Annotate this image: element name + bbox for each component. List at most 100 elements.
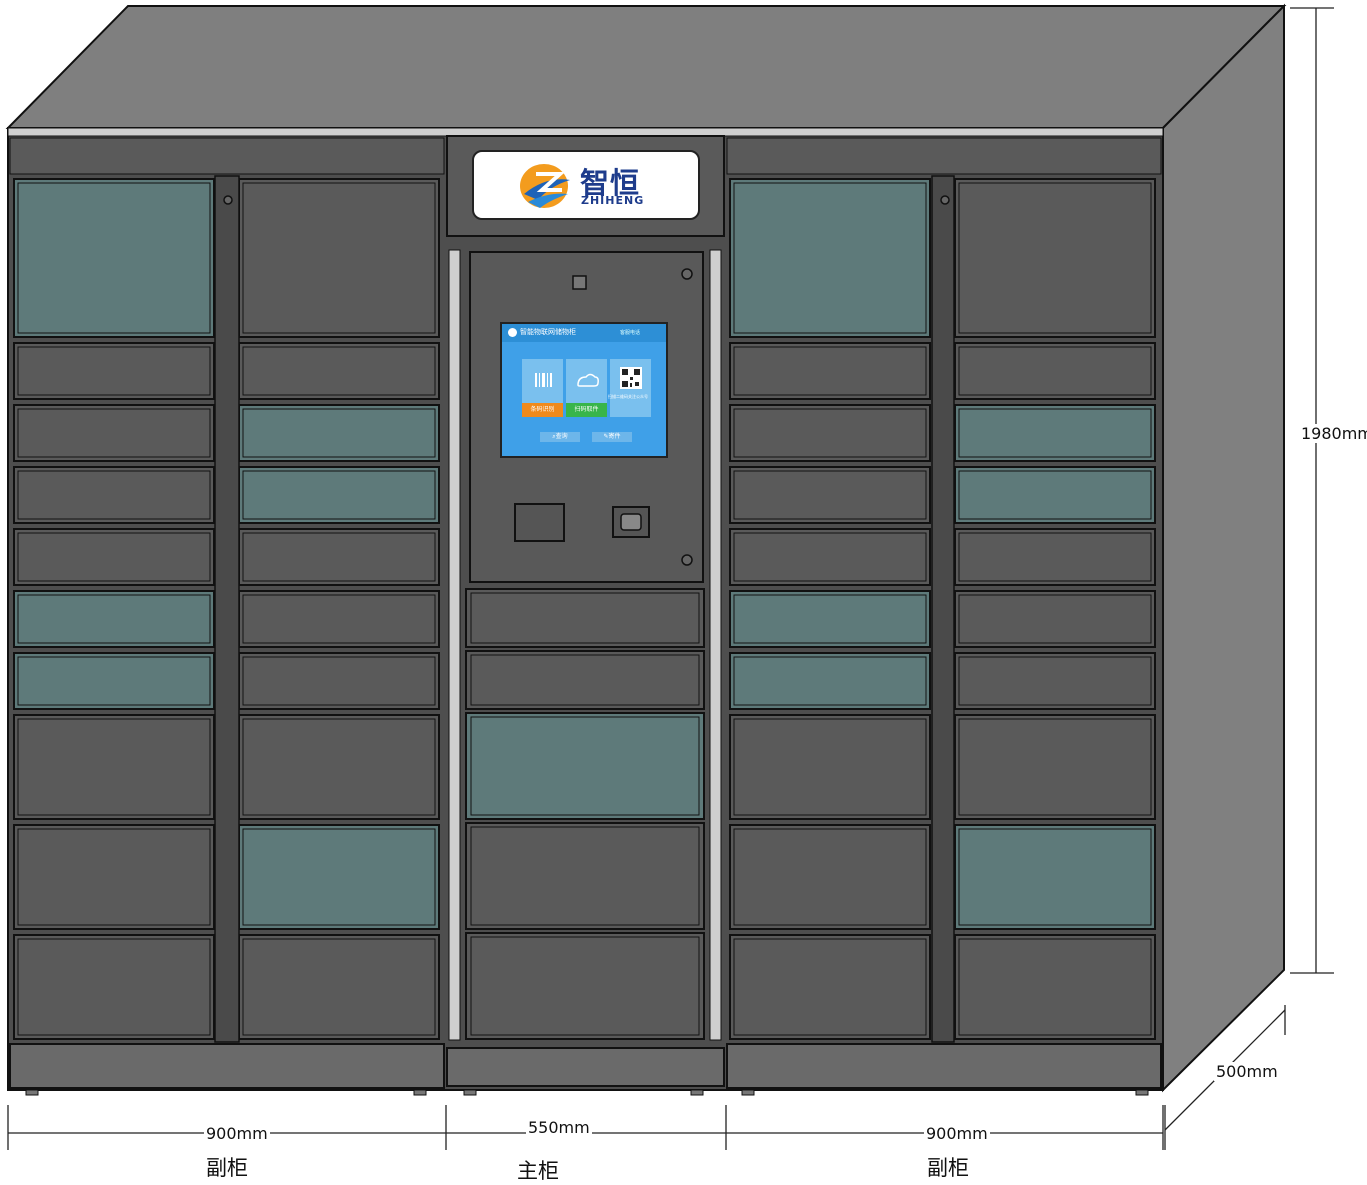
locker-door-inner <box>242 182 436 334</box>
right-cabinet-label: 副柜 <box>927 1156 969 1180</box>
card-reader <box>514 503 565 542</box>
locker-door-inner <box>242 408 436 458</box>
locker-door-inner <box>733 532 927 582</box>
tile-qr[interactable] <box>610 359 651 417</box>
cabinet-foot <box>690 1089 704 1096</box>
locker-door-inner <box>733 346 927 396</box>
locker-door-inner <box>17 346 211 396</box>
send-button[interactable]: ✎寄件 <box>592 432 632 442</box>
locker-door-inner <box>470 936 700 1036</box>
lock-screw-icon <box>940 195 950 205</box>
scanner-lens <box>620 513 642 531</box>
panel-screw-icon <box>681 268 693 280</box>
qr-code-icon <box>620 367 642 389</box>
left-cabinet-label: 副柜 <box>206 1156 248 1180</box>
locker-door-inner <box>242 938 436 1036</box>
locker-door-inner <box>470 826 700 926</box>
brand-name-en: ZHIHENG <box>581 194 645 207</box>
locker-door-inner <box>17 532 211 582</box>
locker-door-inner <box>17 470 211 520</box>
locker-door-inner <box>17 182 211 334</box>
camera-icon <box>572 275 587 290</box>
tile-barcode-label: 条码识别 <box>522 403 563 417</box>
cabinet-foot <box>463 1089 477 1096</box>
left-header <box>9 137 445 175</box>
send-button-label: 寄件 <box>608 433 621 440</box>
cabinet-top-face <box>5 5 1287 129</box>
touch-screen[interactable]: 智能物联网储物柜 客服电话 条码识别 扫码取件 扫描二维码关注公众号 ⌕查询 ✎… <box>500 322 668 458</box>
locker-door-inner <box>17 718 211 816</box>
locker-door-inner <box>958 938 1152 1036</box>
center-rail-left <box>448 249 461 1041</box>
right-header <box>726 137 1162 175</box>
locker-door-inner <box>733 594 927 644</box>
locker-door-inner <box>958 656 1152 706</box>
brand-name-cn: 智恒 <box>580 166 641 200</box>
locker-door-inner <box>733 182 927 334</box>
locker-door-inner <box>958 532 1152 582</box>
left-width-dimension-label: 900mm <box>204 1124 270 1143</box>
search-icon: ⌕ <box>552 433 556 440</box>
screen-header <box>502 324 666 342</box>
panel-screw-icon <box>681 554 693 566</box>
locker-door-inner <box>242 656 436 706</box>
left-base <box>9 1043 445 1089</box>
edit-icon: ✎ <box>603 433 609 440</box>
locker-door-inner <box>17 656 211 706</box>
locker-door-inner <box>242 594 436 644</box>
locker-door-inner <box>958 470 1152 520</box>
locker-door-inner <box>958 718 1152 816</box>
tile-barcode[interactable]: 条码识别 <box>522 359 563 417</box>
screen-logo-icon <box>508 328 517 337</box>
cabinet-foot <box>741 1089 755 1096</box>
center-base <box>446 1047 725 1087</box>
locker-door-inner <box>733 828 927 926</box>
brand-logo-plate <box>472 150 700 220</box>
lock-screw-icon <box>223 195 233 205</box>
locker-door-inner <box>733 656 927 706</box>
locker-door-inner <box>17 594 211 644</box>
cabinet-side-face <box>1162 3 1285 1093</box>
locker-door-inner <box>17 828 211 926</box>
locker-door-inner <box>470 716 700 816</box>
depth-dimension-label: 500mm <box>1214 1062 1280 1081</box>
locker-door-inner <box>958 346 1152 396</box>
center-rail-right <box>709 249 722 1041</box>
cabinet-foot <box>413 1089 427 1096</box>
locker-door-inner <box>733 470 927 520</box>
center-cabinet-label: 主柜 <box>517 1159 559 1183</box>
cloud-icon <box>577 373 599 387</box>
cabinet-foot <box>25 1089 39 1096</box>
locker-door-inner <box>958 594 1152 644</box>
zhiheng-logo-icon <box>520 164 570 208</box>
column-separator <box>214 175 240 1043</box>
barcode-icon <box>535 373 552 387</box>
locker-door-inner <box>242 346 436 396</box>
top-trim <box>7 127 1164 137</box>
locker-door-inner <box>17 938 211 1036</box>
right-base <box>726 1043 1162 1089</box>
locker-door-inner <box>470 592 700 644</box>
locker-door-inner <box>733 408 927 458</box>
right-width-dimension-label: 900mm <box>924 1124 990 1143</box>
locker-door-inner <box>17 408 211 458</box>
screen-title: 智能物联网储物柜 <box>520 328 576 336</box>
locker-door-inner <box>470 654 700 706</box>
column-separator <box>931 175 955 1043</box>
locker-door-inner <box>958 182 1152 334</box>
center-width-dimension-label: 550mm <box>526 1118 592 1137</box>
locker-door-inner <box>242 718 436 816</box>
locker-door-inner <box>733 718 927 816</box>
locker-door-inner <box>242 828 436 926</box>
locker-doors <box>13 175 1156 1096</box>
screen-caption: 扫描二维码关注公众号 <box>608 394 648 399</box>
tile-pickup[interactable]: 扫码取件 <box>566 359 607 417</box>
locker-door-inner <box>958 408 1152 458</box>
screen-note: 客服电话 <box>620 330 641 336</box>
locker-door-inner <box>958 828 1152 926</box>
cabinet-foot <box>1135 1089 1149 1096</box>
query-button-label: 查询 <box>555 433 568 440</box>
locker-door-inner <box>242 470 436 520</box>
query-button[interactable]: ⌕查询 <box>540 432 580 442</box>
height-dimension-label: 1980mm <box>1299 424 1367 443</box>
